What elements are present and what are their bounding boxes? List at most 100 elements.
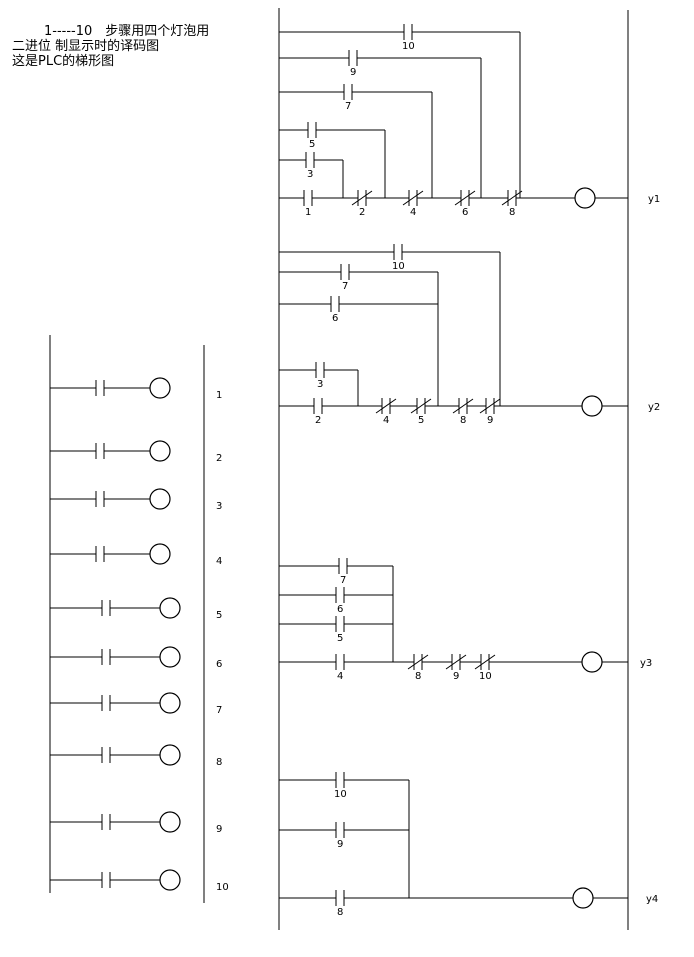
step-label: 1: [216, 390, 222, 401]
output-coil-y4: [572, 887, 594, 909]
step-label: 8: [216, 757, 222, 768]
series-contact-5: 5: [410, 398, 432, 426]
contact-slash: [351, 190, 373, 206]
output-label-y1: y1: [648, 194, 660, 205]
contact-slash: [454, 190, 476, 206]
contact-label: 5: [309, 139, 315, 150]
contact-label: 1: [305, 207, 311, 218]
step-contact: [95, 491, 105, 507]
lamp: [149, 543, 171, 565]
step-contact: [101, 814, 111, 830]
contact-slash: [402, 190, 424, 206]
title-line-2: 二进位 制显示时的译码图: [12, 39, 160, 54]
series-contact-6: 6: [454, 190, 476, 218]
contact-slash: [445, 654, 467, 670]
contact-label: 7: [342, 281, 348, 292]
contact-label: 6: [462, 207, 468, 218]
contact-slash: [501, 190, 523, 206]
step-contact: [95, 380, 105, 396]
step-rung: 7: [50, 692, 222, 716]
series-contact-2: 2: [351, 190, 373, 218]
contact-slash: [410, 398, 432, 414]
step-contact: [101, 600, 111, 616]
step-label: 10: [216, 882, 229, 893]
lamp: [159, 811, 181, 833]
branch-contact-6: 6: [335, 587, 345, 615]
branch-contact-7: 7: [338, 558, 348, 586]
contact-label: 10: [334, 789, 347, 800]
series-contact-4: 4: [375, 398, 397, 426]
contact-label: 8: [337, 907, 343, 918]
lamp: [159, 744, 181, 766]
output-coil-y2: [581, 395, 603, 417]
branch-contact-10: 10: [392, 244, 405, 272]
contact-label: 6: [337, 604, 343, 615]
contact-label: 6: [332, 313, 338, 324]
step-label: 7: [216, 705, 222, 716]
contact-slash: [479, 398, 501, 414]
series-contact-8: 8: [501, 190, 523, 218]
contact-label: 10: [392, 261, 405, 272]
contact-label: 5: [418, 415, 424, 426]
step-rung: 6: [50, 646, 222, 670]
step-rung: 8: [50, 744, 222, 768]
step-contact: [95, 443, 105, 459]
step-label: 4: [216, 556, 222, 567]
step-contact: [101, 649, 111, 665]
contact-label: 4: [383, 415, 389, 426]
branch-contact-3: 3: [305, 152, 315, 180]
contact-label: 5: [337, 633, 343, 644]
lamp: [149, 440, 171, 462]
output-label-y3: y3: [640, 658, 652, 669]
step-label: 2: [216, 453, 222, 464]
title-line-3: 这是PLC的梯形图: [12, 54, 115, 69]
series-contact-4: 4: [402, 190, 424, 218]
contact-label: 9: [487, 415, 493, 426]
main-contact-2: 2: [313, 398, 323, 426]
series-contact-8: 8: [407, 654, 429, 682]
contact-label: 3: [307, 169, 313, 180]
branch-contact-7: 7: [340, 264, 350, 292]
contact-slash: [407, 654, 429, 670]
main-contact-8: 8: [335, 890, 345, 918]
contact-label: 8: [460, 415, 466, 426]
lamp: [149, 488, 171, 510]
contact-label: 7: [345, 101, 351, 112]
series-contact-9: 9: [479, 398, 501, 426]
contact-slash: [474, 654, 496, 670]
step-rung: 2: [50, 440, 222, 464]
title-line-1: 1-----10 步骤用四个灯泡用: [44, 24, 210, 39]
branch-contact-5: 5: [307, 122, 317, 150]
contact-label: 10: [479, 671, 492, 682]
main-contact-4: 4: [335, 654, 345, 682]
step-contact: [101, 872, 111, 888]
contact-label: 9: [350, 67, 356, 78]
lamp: [159, 646, 181, 668]
branch-contact-6: 6: [330, 296, 340, 324]
step-label: 3: [216, 501, 222, 512]
step-label: 5: [216, 610, 222, 621]
step-label: 6: [216, 659, 222, 670]
contact-label: 3: [317, 379, 323, 390]
branch-contact-10: 10: [402, 24, 415, 52]
contact-label: 9: [337, 839, 343, 850]
contact-slash: [375, 398, 397, 414]
lamp: [149, 377, 171, 399]
step-rung: 10: [50, 869, 229, 893]
branch-contact-10: 10: [334, 772, 347, 800]
contact-label: 8: [509, 207, 515, 218]
step-rung: 1: [50, 377, 222, 401]
contact-label: 2: [359, 207, 365, 218]
contact-label: 9: [453, 671, 459, 682]
contact-label: 2: [315, 415, 321, 426]
lamp: [159, 692, 181, 714]
branch-contact-9: 9: [348, 50, 358, 78]
series-contact-9: 9: [445, 654, 467, 682]
series-contact-8: 8: [452, 398, 474, 426]
diagram-title: 1-----10 步骤用四个灯泡用 二进位 制显示时的译码图 这是PLC的梯形图: [12, 24, 209, 69]
